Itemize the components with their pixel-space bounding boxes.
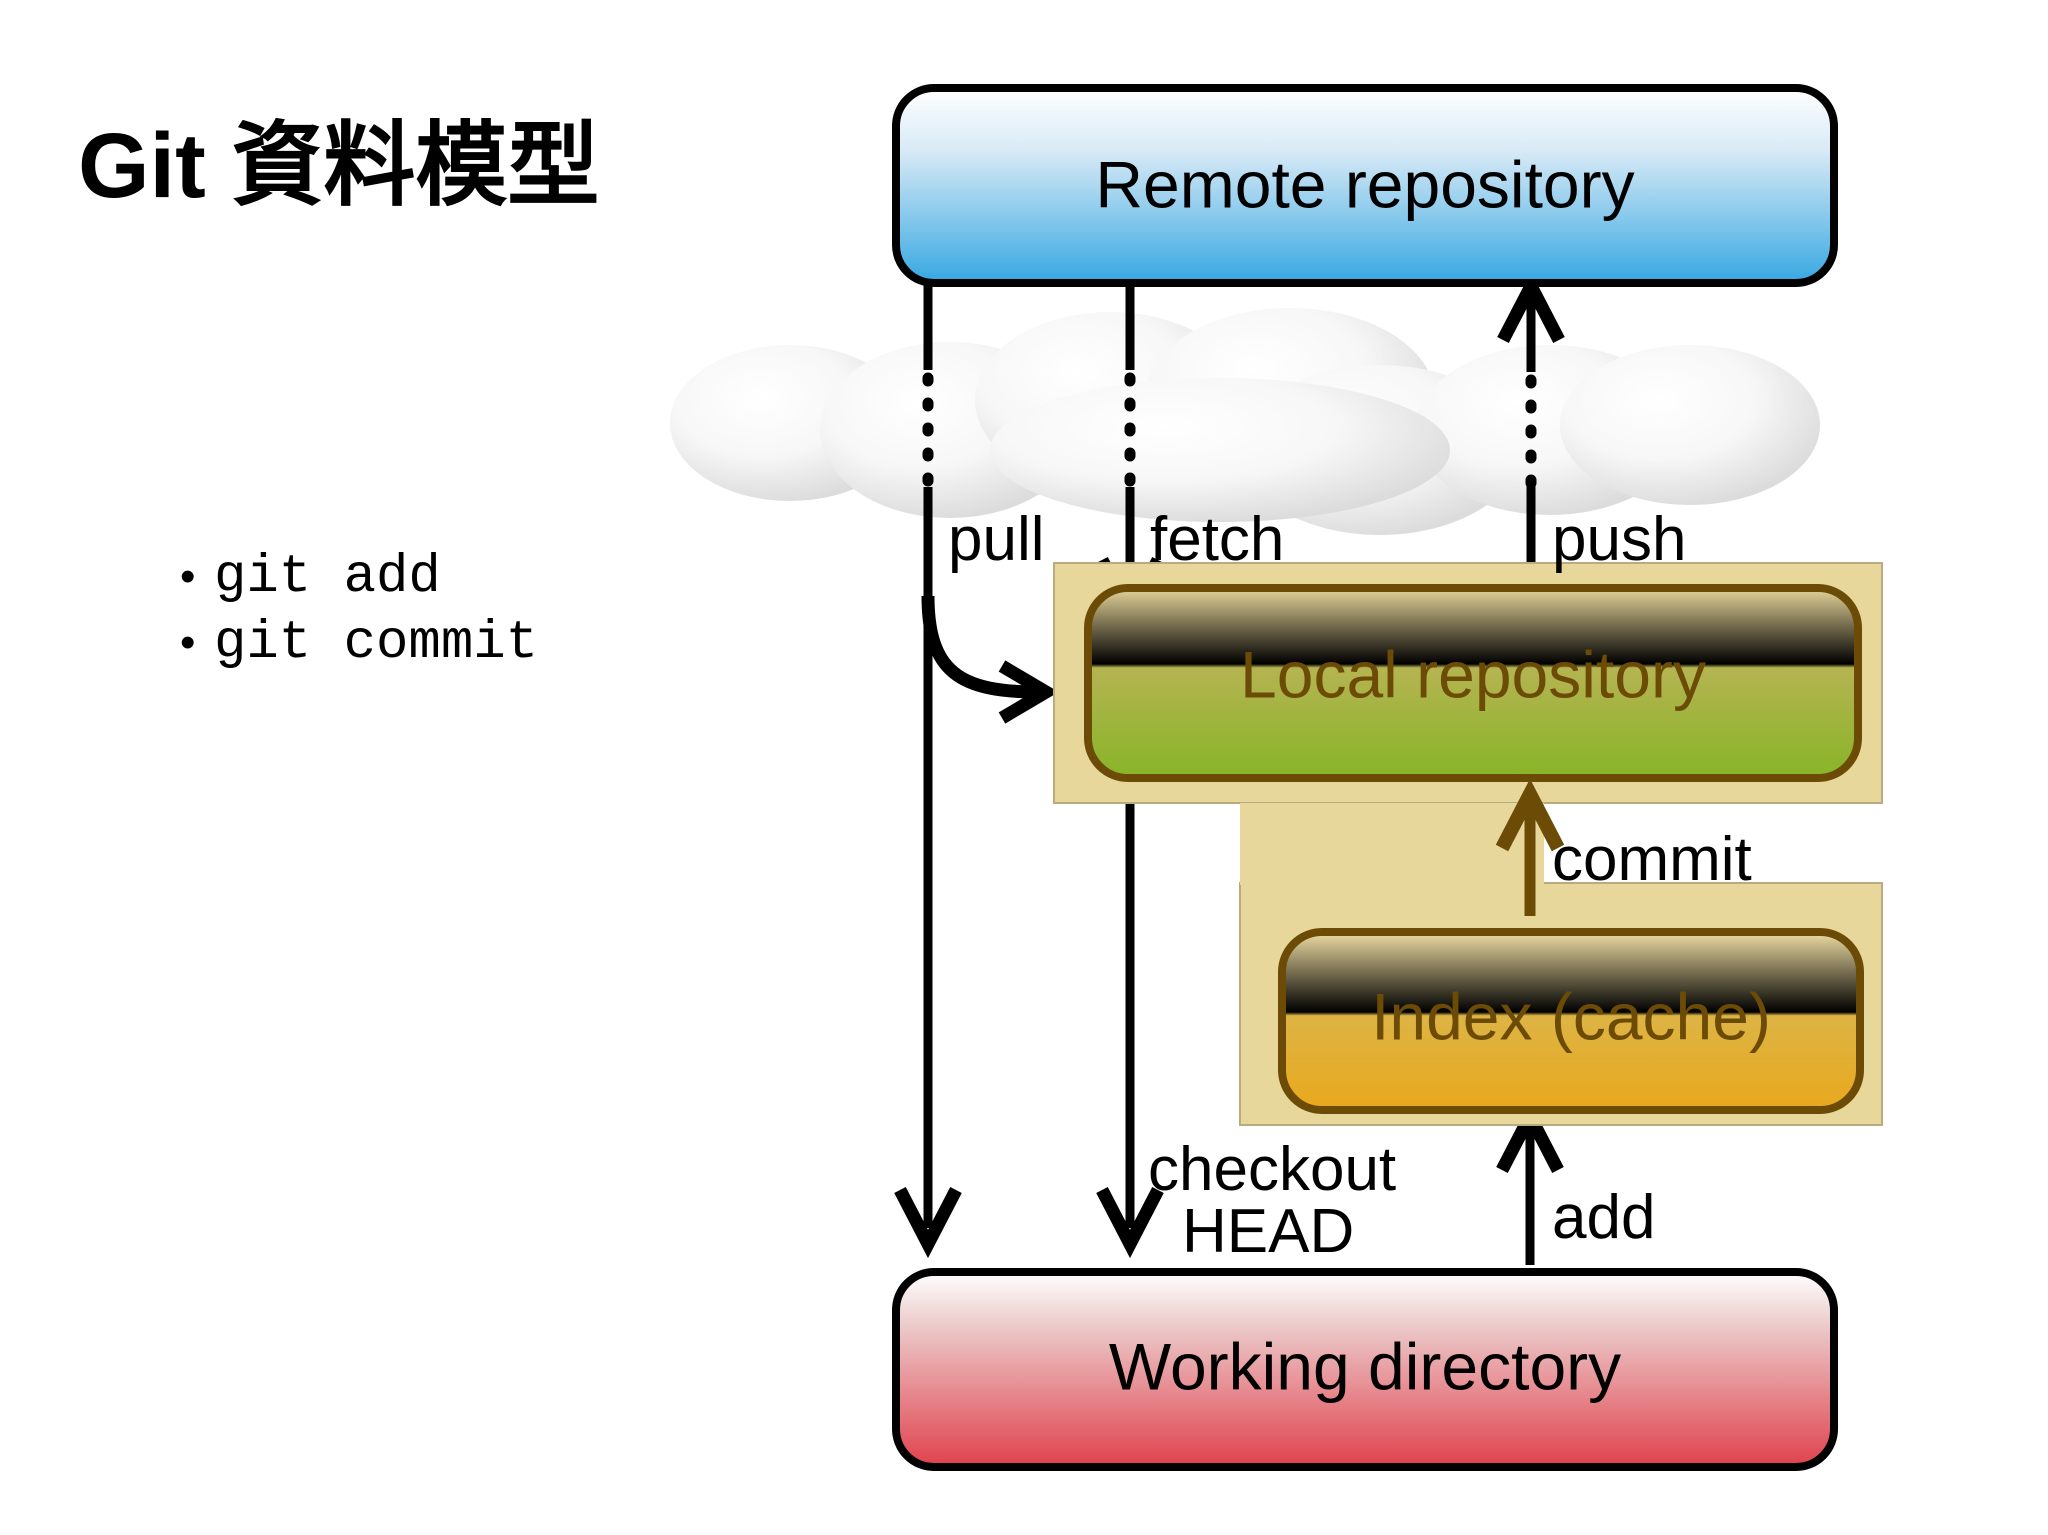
edge-label-checkout: checkout [1148, 1135, 1396, 1204]
node-index-cache-label: Index (cache) [1371, 979, 1771, 1053]
list-item: • git add [180, 545, 800, 611]
node-index-cache[interactable]: Index (cache) [1278, 928, 1864, 1114]
command-list: • git add • git commit [180, 545, 800, 677]
node-local-repository[interactable]: Local repository [1084, 584, 1862, 782]
node-working-directory-label: Working directory [1109, 1329, 1621, 1403]
list-item-label: git add [214, 547, 441, 608]
edge-label-pull: pull [948, 505, 1045, 574]
edge-checkout [1096, 740, 1164, 1259]
edge-pull [894, 283, 1059, 1259]
list-item: • git commit [180, 611, 800, 677]
edge-label-push: push [1552, 505, 1686, 574]
edge-add [1496, 1101, 1564, 1265]
node-local-repository-label: Local repository [1240, 637, 1706, 711]
edge-label-fetch: fetch [1150, 505, 1284, 574]
edge-commit [1495, 778, 1565, 916]
page-title: Git 資料模型 [78, 115, 600, 217]
node-remote-repository-label: Remote repository [1095, 147, 1634, 221]
cloud-shape [670, 308, 1820, 535]
edge-label-add: add [1552, 1183, 1655, 1252]
list-item-label: git commit [214, 612, 539, 674]
node-remote-repository[interactable]: Remote repository [892, 84, 1838, 287]
node-working-directory[interactable]: Working directory [892, 1268, 1838, 1471]
edge-label-commit: commit [1552, 825, 1752, 894]
edge-label-head: HEAD [1182, 1197, 1354, 1266]
bullet-icon: • [180, 617, 196, 667]
bullet-icon: • [180, 552, 196, 601]
